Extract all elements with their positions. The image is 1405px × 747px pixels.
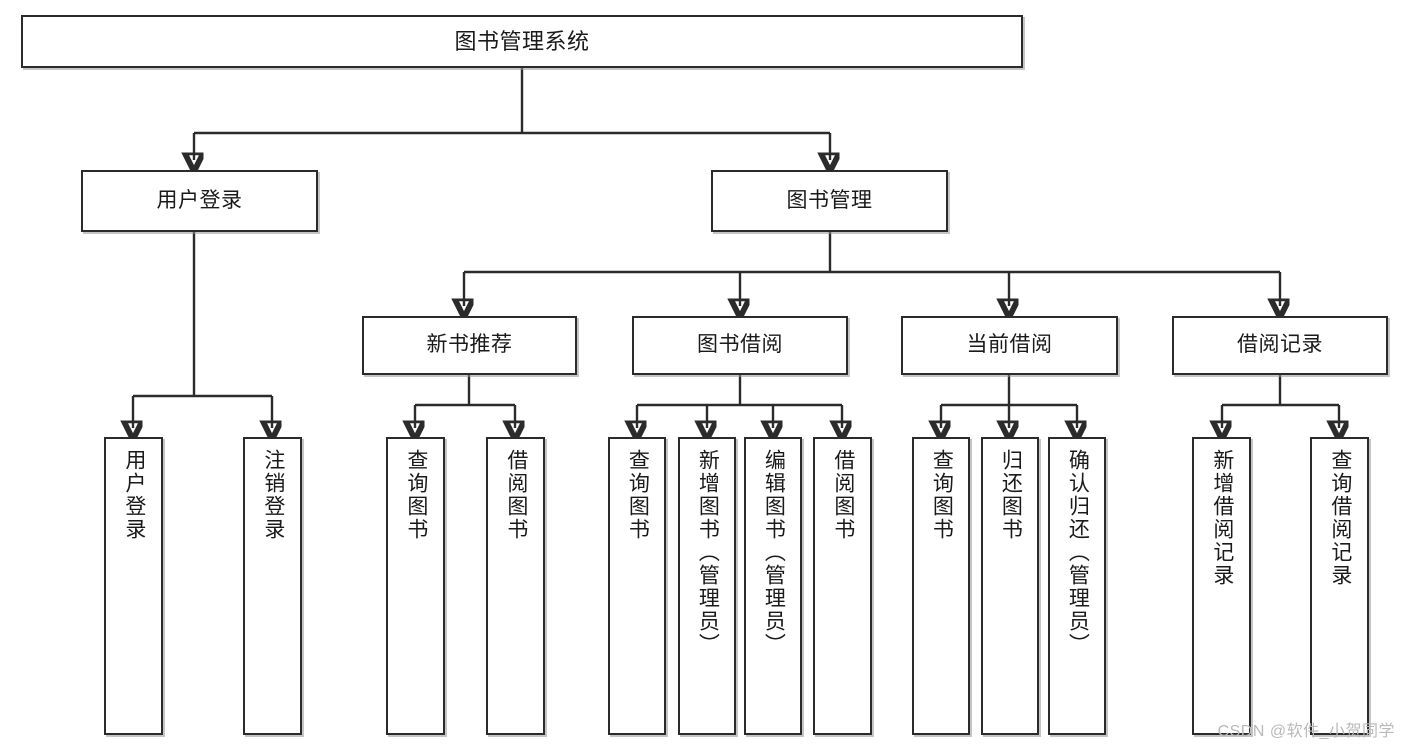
node-borrow-records[interactable]: 借阅记录 bbox=[1172, 316, 1388, 375]
node-label: 当前借阅 bbox=[966, 333, 1053, 357]
leaf-current-return-book[interactable]: 归还图书 bbox=[981, 437, 1039, 735]
node-label: 新增图书（管理员） bbox=[696, 449, 720, 656]
leaf-user-logout[interactable]: 注销登录 bbox=[243, 437, 302, 735]
node-label: 查询图书 bbox=[404, 449, 428, 541]
leaf-borrow-borrow-book[interactable]: 借阅图书 bbox=[813, 437, 872, 735]
csdn-watermark: CSDN @软件_小贺同学 bbox=[1217, 723, 1395, 740]
node-book-management-module[interactable]: 图书管理 bbox=[711, 170, 948, 232]
node-label: 借阅图书 bbox=[831, 449, 855, 541]
node-label: 用户登录 bbox=[156, 188, 243, 212]
node-label: 确认归还（管理员） bbox=[1066, 449, 1090, 656]
node-label: 归还图书 bbox=[999, 449, 1023, 541]
leaf-records-add-record[interactable]: 新增借阅记录 bbox=[1192, 437, 1251, 735]
node-user-login-module[interactable]: 用户登录 bbox=[81, 170, 318, 232]
leaf-current-confirm-return-admin[interactable]: 确认归还（管理员） bbox=[1048, 437, 1106, 735]
node-label: 用户登录 bbox=[122, 449, 146, 541]
leaf-records-query-record[interactable]: 查询借阅记录 bbox=[1310, 437, 1369, 735]
node-label: 查询图书 bbox=[626, 449, 650, 541]
node-current-borrow[interactable]: 当前借阅 bbox=[901, 316, 1118, 375]
leaf-newbook-borrow-book[interactable]: 借阅图书 bbox=[486, 437, 545, 735]
node-label: 借阅图书 bbox=[504, 449, 528, 541]
leaf-borrow-query-book[interactable]: 查询图书 bbox=[608, 437, 666, 735]
leaf-newbook-query-book[interactable]: 查询图书 bbox=[386, 437, 445, 735]
leaf-current-query-book[interactable]: 查询图书 bbox=[912, 437, 970, 735]
node-label: 新增借阅记录 bbox=[1210, 449, 1234, 587]
node-label: 图书借阅 bbox=[697, 333, 783, 357]
node-label: 编辑图书（管理员） bbox=[762, 449, 786, 656]
leaf-user-login[interactable]: 用户登录 bbox=[104, 437, 163, 735]
node-root-system[interactable]: 图书管理系统 bbox=[21, 15, 1023, 68]
node-label: 图书管理 bbox=[786, 188, 873, 212]
leaf-borrow-add-book-admin[interactable]: 新增图书（管理员） bbox=[678, 437, 736, 735]
node-label: 查询借阅记录 bbox=[1328, 449, 1352, 587]
node-label: 注销登录 bbox=[261, 449, 285, 541]
leaf-borrow-edit-book-admin[interactable]: 编辑图书（管理员） bbox=[744, 437, 802, 735]
node-label: 新书推荐 bbox=[426, 333, 513, 357]
node-label: 借阅记录 bbox=[1237, 333, 1323, 357]
node-label: 图书管理系统 bbox=[454, 28, 590, 54]
node-book-borrow[interactable]: 图书借阅 bbox=[632, 316, 848, 375]
node-label: 查询图书 bbox=[930, 449, 954, 541]
node-new-book-recommend[interactable]: 新书推荐 bbox=[362, 316, 577, 375]
